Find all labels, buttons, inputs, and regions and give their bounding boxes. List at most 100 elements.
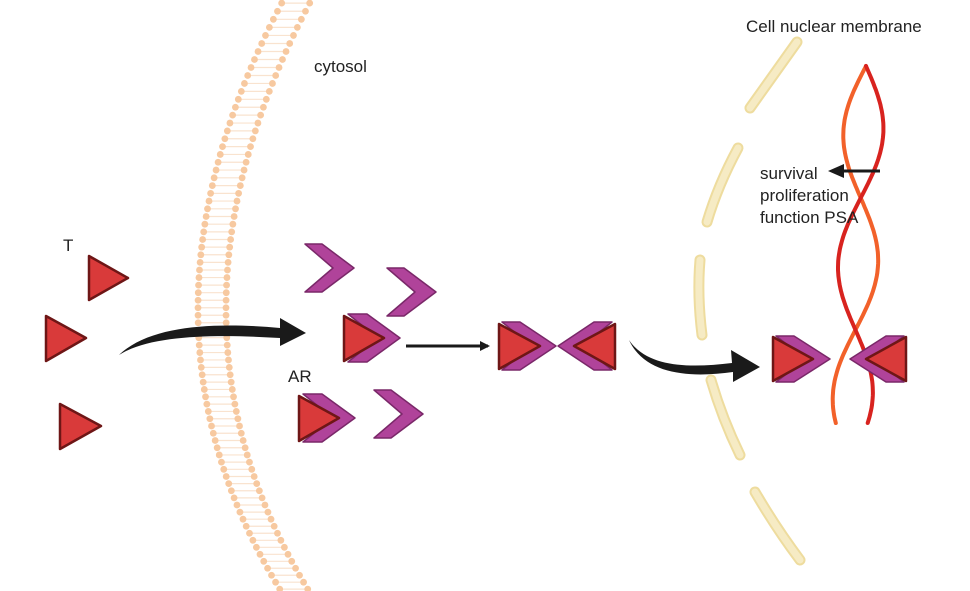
lipid-head [279,56,286,63]
lipid-head [225,363,233,371]
lipid-head [230,393,237,401]
lipid-head [264,564,271,572]
lipid-head [296,571,303,579]
lipid-head [213,444,221,452]
lipid-head [219,143,226,151]
lipid-head [230,494,238,502]
lipid-head [194,319,202,327]
lipid-head [222,304,230,312]
lipid-head [249,536,257,544]
lipid-head [257,111,265,119]
androgen-receptor-label: AR [288,367,312,386]
lipid-head [223,274,231,281]
lipid-head [206,415,214,423]
membrane-entry-arrow-icon [119,318,306,355]
lipid-head [202,213,210,220]
lipid-head [293,23,301,31]
cytosol-label: cytosol [314,57,367,76]
lipid-head [269,15,277,23]
lipid-head [274,529,281,537]
lipid-head [244,72,252,79]
lipid-head [270,522,278,530]
lipid-head [216,151,224,158]
lipid-head [237,87,245,95]
transcription-output-arrow-icon [828,164,880,178]
lipid-head [275,64,283,71]
lipid-head [197,251,205,259]
lipid-head [222,311,230,319]
lipid-head [224,266,231,274]
lipid-head [286,40,294,47]
lipid-head [207,189,215,197]
lipid-head [238,174,246,182]
lipid-head [251,127,259,135]
lipid-head [224,349,232,356]
lipid-head [227,378,235,386]
lipid-head [248,465,256,473]
lipid-head [214,158,222,166]
lipid-head [211,437,219,444]
lipid-head [209,429,217,437]
lipid-head [243,451,251,459]
lipid-head [264,508,272,516]
lipid-head [215,451,223,459]
lipid-head [218,458,225,466]
lipid-head [282,48,290,55]
lipid-head [227,487,235,495]
lipid-head [197,363,205,371]
lipid-head [280,543,288,551]
lipid-head [198,243,206,251]
lipid-head [288,557,296,565]
lipid-head [262,32,269,39]
lipid-head [234,95,242,103]
lipid-head [232,408,240,415]
lipid-head [199,378,207,386]
lipid-head [203,400,211,408]
lipid-head [244,151,252,158]
lipid-head [200,386,208,393]
lipid-head [222,319,230,327]
lipid-head [277,536,285,544]
lipid-head [239,437,247,444]
lipid-head [194,304,202,312]
lipid-head [233,501,241,509]
lipid-head [276,585,284,591]
lipid-head [304,585,312,591]
lipid-head [225,356,232,364]
lipid-head [194,289,202,297]
nuclear-entry-arrow-icon [629,340,760,382]
lipid-head [204,205,211,213]
lipid-head [249,135,257,143]
lipid-head [194,311,202,319]
lipid-head [256,550,264,558]
lipid-head [195,281,202,289]
outcome-survival-label: survival [760,164,818,183]
lipid-head [254,119,262,127]
lipid-head [250,473,258,480]
lipid-head [223,127,231,135]
lipid-head [254,48,262,55]
lipid-head [229,220,237,228]
lipid-head [242,522,250,530]
lipid-head [210,174,218,182]
lipid-head [306,0,314,7]
androgen-receptor-chevron-icon [386,267,437,317]
lipid-head [265,87,273,95]
lipid-head [231,400,239,408]
lipid-head [198,371,206,379]
lipid-head [242,158,250,166]
lipid-head [224,258,232,266]
lipid-head [261,501,269,509]
lipid-head [255,487,263,495]
lipid-head [196,266,203,274]
ar-dimer-complex-icon [497,321,617,371]
lipid-head [236,422,243,430]
lipid-head [225,480,233,488]
lipid-head [292,564,299,572]
lipid-head [260,557,268,565]
lipid-head [228,228,236,236]
testosterone-triangle-icon [87,254,130,302]
lipid-head [251,56,258,63]
lipid-head [278,0,286,7]
lipid-head [284,550,292,558]
